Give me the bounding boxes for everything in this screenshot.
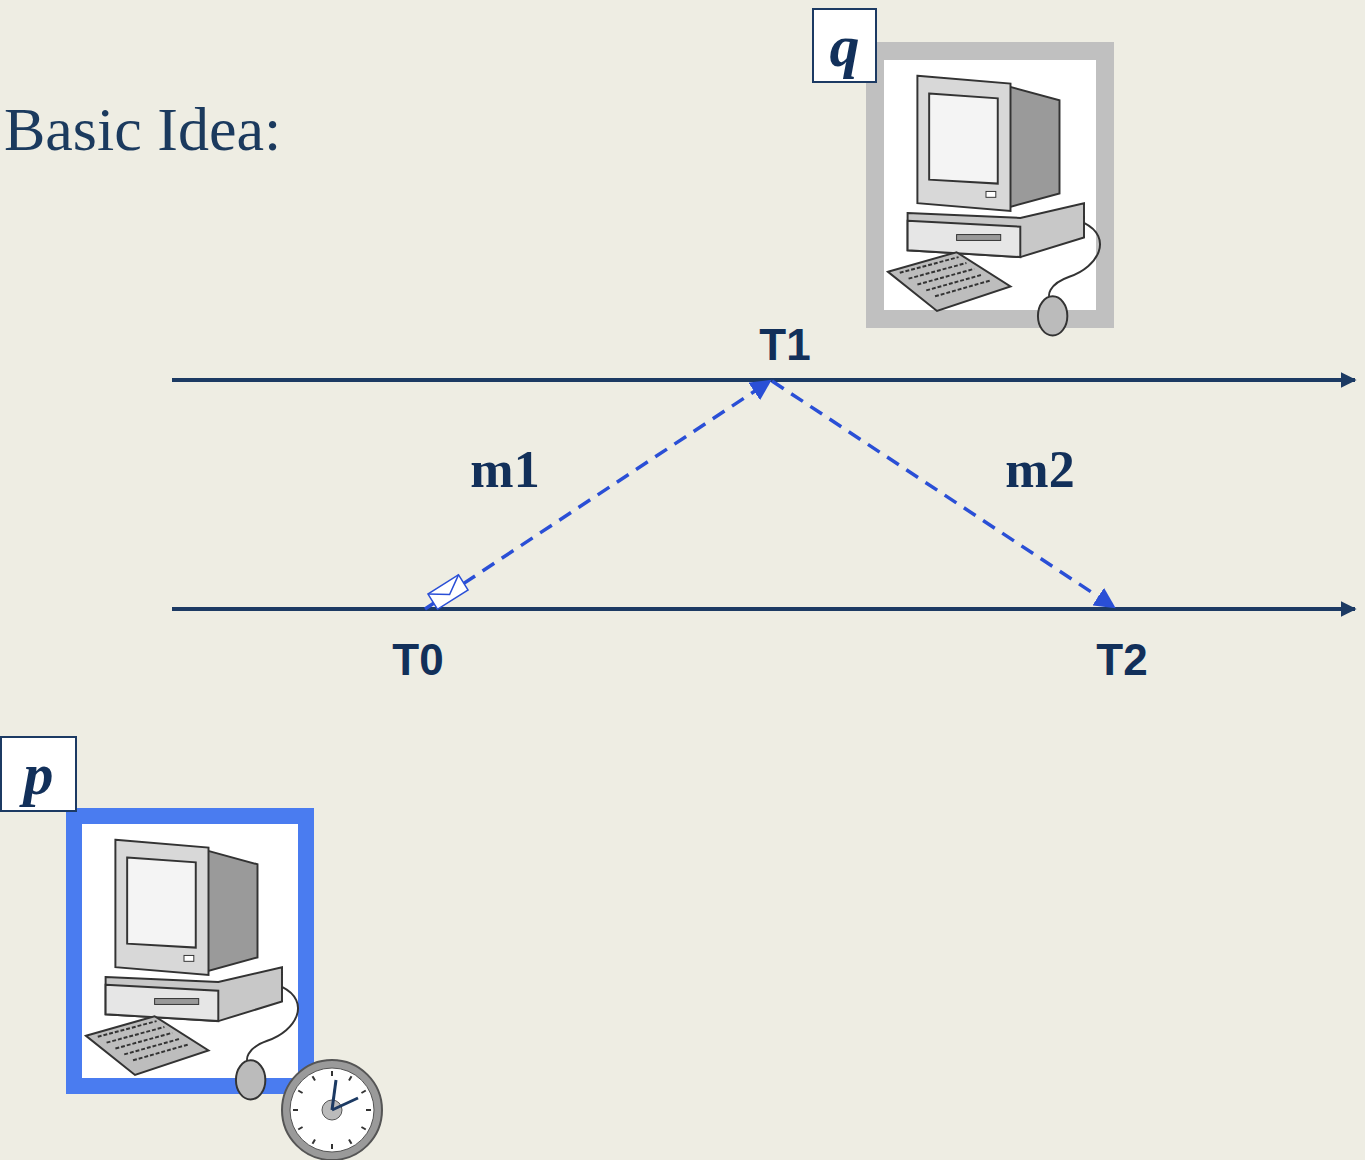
name-tag: q [812, 8, 877, 83]
timeline [172, 607, 1355, 611]
envelope-body [428, 575, 468, 609]
drive-slot [957, 235, 1001, 241]
monitor-bezel [917, 76, 1010, 211]
computer-front [106, 985, 219, 1021]
message-line [425, 381, 770, 609]
keyboard-row [98, 1021, 157, 1037]
mouse-cable [247, 987, 298, 1065]
drive-slot [155, 999, 199, 1005]
clock-tick [349, 1076, 352, 1080]
keyboard-row [115, 1033, 172, 1049]
envelope-flap [428, 575, 465, 604]
clock-tick [361, 1091, 365, 1094]
monitor-screen [127, 857, 196, 947]
process-name: p [24, 744, 54, 804]
clock-tick [366, 1109, 371, 1111]
mouse-cable [1049, 223, 1100, 301]
clock-tick [313, 1139, 316, 1143]
clock-tick [331, 1071, 333, 1076]
computer-base [106, 967, 282, 1021]
timeline [172, 378, 1355, 382]
clock-tick [298, 1091, 302, 1094]
computer-base [908, 203, 1084, 257]
computer-front [908, 221, 1021, 257]
keyboard-row [935, 281, 990, 297]
monitor-button [184, 955, 194, 961]
time-label: T0 [392, 638, 443, 682]
clock-tick [313, 1076, 316, 1080]
clock-tick [349, 1139, 352, 1143]
keyboard-row [909, 263, 967, 279]
clock-hand [332, 1098, 358, 1110]
clock-tick [298, 1127, 302, 1130]
clock-tick [331, 1144, 333, 1149]
clock-hand [332, 1080, 336, 1110]
monitor-back [204, 850, 258, 973]
monitor-bezel [115, 840, 208, 975]
mouse [1038, 296, 1067, 335]
clock-rim [282, 1060, 382, 1160]
keyboard-row [917, 269, 974, 285]
title: Basic Idea: [4, 98, 281, 160]
monitor-button [986, 191, 996, 197]
keyboard [888, 252, 1011, 311]
keyboard-row [124, 1039, 180, 1055]
name-tag: p [0, 736, 77, 812]
computer-icon [888, 76, 1100, 336]
mouse [236, 1060, 265, 1099]
keyboard-row [133, 1045, 188, 1061]
clock-tick [293, 1109, 298, 1111]
clock-icon [282, 1060, 382, 1160]
message-line [772, 381, 1114, 607]
computer-icon [86, 840, 298, 1100]
icon-frame [74, 816, 306, 1086]
message-label: m2 [1005, 444, 1074, 496]
keyboard-row [900, 257, 959, 273]
clock-face [290, 1068, 374, 1152]
time-label: T2 [1096, 638, 1147, 682]
monitor-screen [929, 93, 998, 183]
envelope-icon [428, 575, 468, 609]
keyboard [86, 1016, 209, 1075]
icon-frame [875, 51, 1105, 319]
time-label: T1 [759, 323, 810, 367]
keyboard-row [107, 1027, 165, 1043]
process-name: q [830, 16, 860, 76]
clock-tick [361, 1127, 365, 1130]
message-label: m1 [470, 444, 539, 496]
keyboard-row [926, 275, 982, 291]
monitor-back [1006, 86, 1060, 209]
